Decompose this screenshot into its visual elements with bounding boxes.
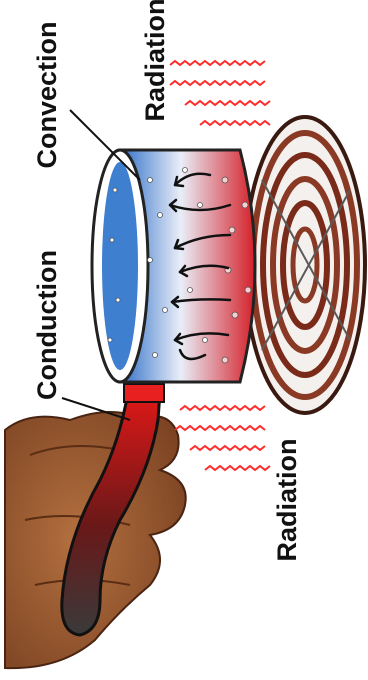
conduction-label: Conduction	[32, 250, 62, 400]
radiation-label-top: Radiation	[140, 0, 170, 125]
convection-label: Convection	[32, 20, 62, 170]
radiation-label-bottom: Radiation	[272, 435, 302, 565]
stove-coil-icon	[245, 117, 365, 413]
pot-icon	[92, 150, 255, 382]
